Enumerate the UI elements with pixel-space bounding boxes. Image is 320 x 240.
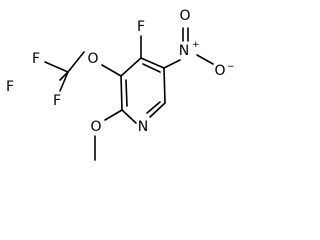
- charge-o-nitro: −: [227, 62, 235, 72]
- atom-labels: F O F F F O N N + O O −: [6, 8, 235, 135]
- bond-n-c2: [121, 109, 137, 124]
- atom-f-cf3-left: F: [32, 51, 40, 67]
- bond-o-ether-cf3: [67, 51, 85, 73]
- bond-c4-c5: [140, 57, 165, 69]
- atom-o-nitro-top: O: [179, 8, 190, 24]
- substituent-bonds: [44, 27, 214, 161]
- bond-c3-c4: [120, 57, 142, 77]
- bond-c6-n: [149, 102, 166, 118]
- bond-cf3-f-bottom: [59, 71, 69, 92]
- bond-c2-c3-inner: [125, 79, 128, 107]
- atom-o-nitro-right: O: [214, 63, 225, 79]
- bond-n-nitro-o-right: [196, 54, 214, 65]
- atom-f-cf3-mid: F: [6, 79, 14, 95]
- atom-f-cf3-bottom: F: [53, 93, 61, 109]
- bond-c2-o-methoxy: [104, 109, 123, 121]
- bond-c3-o-ether: [101, 64, 122, 77]
- bond-c6-n-inner: [146, 101, 161, 114]
- bond-c2-c3: [120, 75, 123, 111]
- bond-c5-n-nitro: [163, 59, 181, 69]
- bond-cf3-f-left: [44, 61, 69, 73]
- charge-n-nitro: +: [192, 40, 200, 50]
- atom-n-nitro: N: [179, 43, 189, 59]
- atom-f-top: F: [137, 19, 145, 35]
- structure-diagram: F O F F F O N N + O O −: [6, 8, 235, 161]
- atom-o-ether: O: [87, 51, 98, 67]
- atom-n-ring: N: [138, 119, 148, 135]
- bond-c4-c5-inner: [142, 63, 161, 73]
- pyridine-ring: [120, 57, 166, 124]
- bond-c5-c6: [163, 67, 166, 104]
- atom-o-methoxy: O: [90, 119, 101, 135]
